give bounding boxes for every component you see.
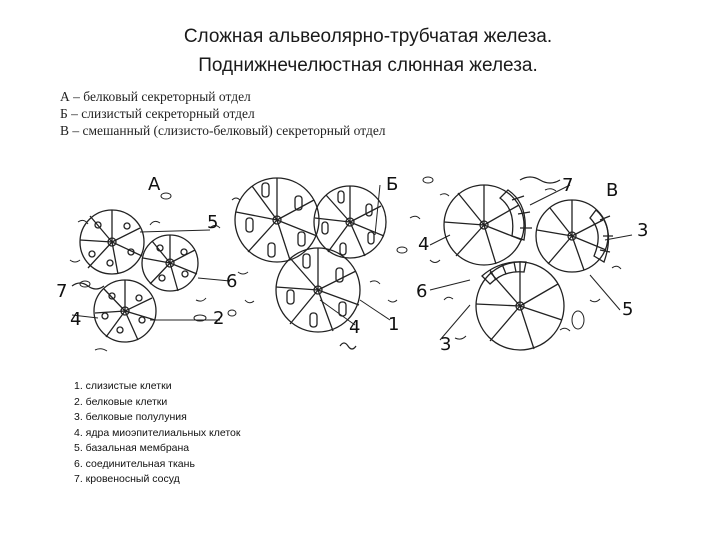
mixed-acinus-upper-right — [535, 199, 613, 273]
key-legend-item-7: 7. кровеносный сосуд — [74, 473, 180, 485]
label-num-6b: 6 — [416, 281, 427, 302]
section-legend-item-a: А – белковый секреторный отдел — [60, 89, 251, 104]
page-title-line2: Поднижнечелюстная слюнная железа. — [198, 55, 538, 76]
protein-acinus-lower — [93, 279, 157, 343]
key-legend-item-2: 2. белковые клетки — [74, 395, 168, 408]
key-legend-item-1: 1. слизистые клетки — [74, 380, 172, 392]
section-legend-item-b: Б – слизистый секреторный отдел — [60, 106, 255, 121]
pointer-lines — [71, 184, 633, 341]
label-num-4a: 4 — [70, 309, 81, 330]
blood-vessel-right — [519, 176, 561, 184]
label-num-3a: 3 — [637, 220, 648, 241]
label-section-b: Б — [386, 174, 398, 195]
label-num-4b: 4 — [349, 317, 360, 338]
label-section-v: В — [606, 180, 618, 201]
label-num-3b: 3 — [440, 334, 451, 355]
label-num-7a: 7 — [56, 281, 67, 302]
section-legend: А – белковый секреторный отдел Б – слизи… — [60, 88, 386, 139]
key-legend-item-3: 3. белковые полулуния — [74, 411, 187, 423]
protein-acinus-upper-left — [79, 209, 145, 275]
mixed-acinus-lower — [475, 261, 565, 351]
mucous-acinus-right — [313, 185, 387, 259]
label-num-5b: 5 — [622, 299, 633, 320]
section-legend-item-v: В – смешанный (слизисто-белковый) секрет… — [60, 123, 386, 138]
label-num-5a: 5 — [207, 212, 218, 233]
mucous-acinus-lower — [275, 247, 361, 333]
key-legend-item-5: 5. базальная мембрана — [74, 442, 190, 454]
label-section-a: А — [148, 174, 161, 195]
page-title-line1: Сложная альвеолярно-трубчатая железа. — [183, 26, 553, 47]
label-num-6a: 6 — [226, 271, 237, 292]
mucous-acinus-left — [234, 177, 320, 263]
key-legend: 1. слизистые клетки 2. белковые клетки 3… — [74, 379, 241, 488]
label-num-1: 1 — [388, 314, 399, 335]
key-legend-item-6: 6. соединительная ткань — [74, 457, 195, 470]
blood-vessel-left — [71, 282, 105, 290]
label-num-4c: 4 — [418, 234, 429, 255]
key-legend-item-4: 4. ядра миоэпителиальных клеток — [74, 426, 241, 439]
protein-acinus-middle — [141, 234, 199, 292]
label-num-7b: 7 — [562, 175, 573, 196]
connective-tissue — [69, 176, 622, 352]
label-num-2: 2 — [213, 308, 224, 329]
blood-vessel-bottom — [339, 342, 357, 350]
mixed-acinus-upper-left — [443, 184, 532, 266]
